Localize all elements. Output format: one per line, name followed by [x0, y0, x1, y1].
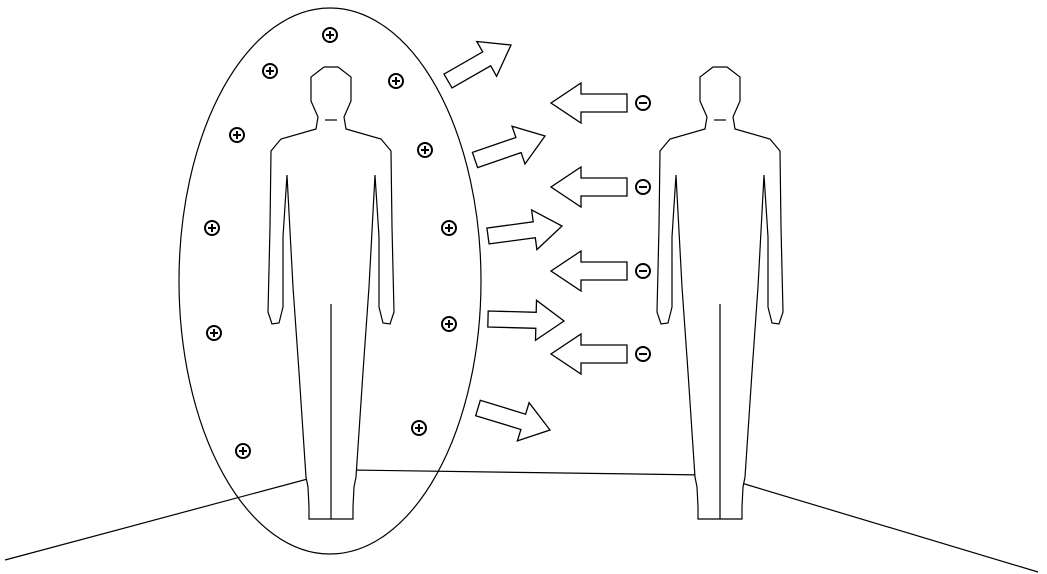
incoming-arrow-4	[549, 332, 628, 376]
floor-line-right	[737, 481, 1039, 573]
negative-charge-4	[635, 346, 651, 362]
positive-charge-8	[206, 325, 222, 341]
incoming-arrow-2	[549, 165, 628, 209]
negative-charge-2	[635, 179, 651, 195]
positive-charge-5	[417, 142, 433, 158]
outgoing-arrow-4	[487, 299, 566, 342]
positive-charge-9	[441, 316, 457, 332]
negative-charge-1	[635, 95, 651, 111]
floor-line-back	[349, 469, 706, 476]
positive-charge-11	[411, 420, 427, 436]
positive-charge-2	[262, 63, 278, 79]
floor-lines	[4, 469, 1039, 573]
left-figure-outline	[267, 66, 395, 520]
charge-symbols	[204, 27, 651, 459]
right-figure-outline	[656, 66, 784, 520]
incoming-arrow-3	[549, 249, 628, 293]
floor-line-left	[4, 476, 316, 561]
positive-charge-6	[204, 220, 220, 236]
outgoing-arrow-5	[474, 399, 552, 442]
right-figure	[656, 66, 784, 520]
incoming-arrow-1	[549, 81, 628, 125]
human-figures	[267, 66, 784, 520]
positive-charge-4	[229, 127, 245, 143]
positive-charge-1	[322, 27, 338, 43]
charge-field-ellipse	[178, 7, 482, 555]
outgoing-arrow-1	[443, 40, 512, 89]
arrows	[443, 40, 628, 442]
outgoing-arrow-2	[471, 125, 547, 169]
left-figure	[267, 66, 395, 520]
positive-charge-10	[235, 443, 251, 459]
negative-charge-3	[635, 263, 651, 279]
positive-charge-7	[441, 220, 457, 236]
outgoing-arrow-3	[486, 208, 564, 251]
positive-charge-3	[388, 73, 404, 89]
